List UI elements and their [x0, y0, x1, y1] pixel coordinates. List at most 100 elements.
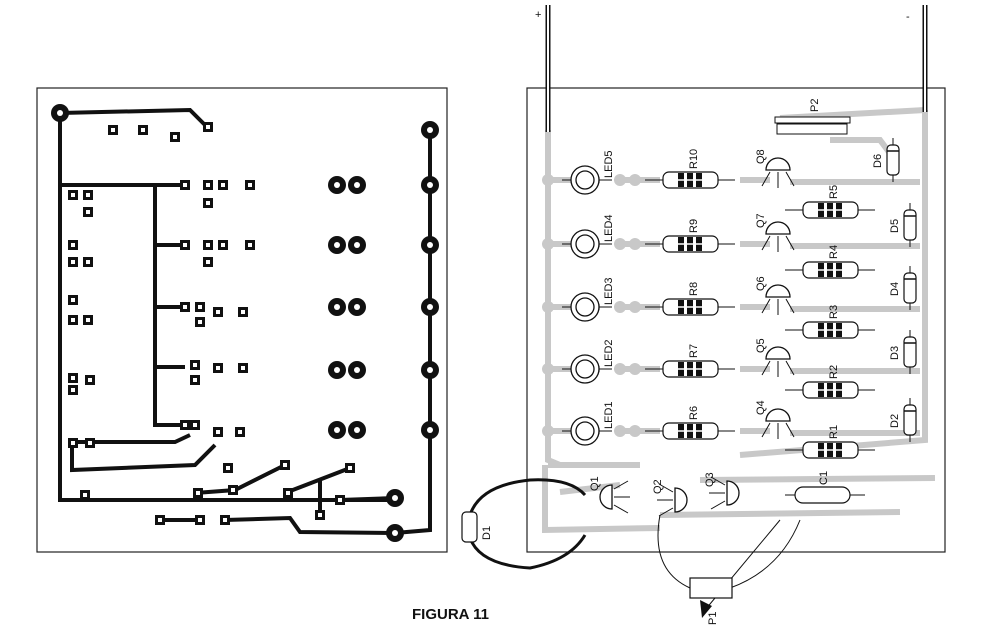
trimmer-p2-scale	[774, 116, 851, 124]
pad-hole	[196, 491, 200, 495]
pad-hole	[392, 530, 398, 536]
transistor-label: Q1	[589, 476, 601, 491]
diode-body	[903, 404, 917, 436]
pad-hole	[71, 260, 75, 264]
pad-hole	[83, 493, 87, 497]
led-label: LED5	[603, 150, 615, 178]
resistor-label: R7	[688, 344, 700, 358]
pad-hole	[241, 310, 245, 314]
diode-label: D5	[889, 219, 901, 233]
pad-hole	[248, 243, 252, 247]
transistor-label: Q6	[755, 276, 767, 291]
pad	[614, 174, 626, 186]
transistor-body	[765, 157, 791, 171]
pad-hole	[71, 318, 75, 322]
pad-hole	[338, 498, 342, 502]
d1-lead-top	[468, 478, 587, 516]
resistor-label: R9	[688, 219, 700, 233]
pad-hole	[318, 513, 322, 517]
pad-hole	[231, 488, 235, 492]
pad	[614, 238, 626, 250]
pad-hole	[354, 367, 360, 373]
transistor-leads	[761, 360, 795, 377]
potentiometer-p1-label: P1	[707, 612, 719, 625]
pad-hole	[334, 242, 340, 248]
transistor-label: Q8	[755, 149, 767, 164]
pad-hole	[71, 441, 75, 445]
pad-hole	[221, 243, 225, 247]
pad-hole	[193, 378, 197, 382]
pad	[629, 425, 641, 437]
transistor-label: Q5	[755, 338, 767, 353]
pad-hole	[283, 463, 287, 467]
diode-body	[903, 272, 917, 304]
diode-d1-label: D1	[481, 526, 493, 540]
diode-body	[903, 336, 917, 368]
pad	[629, 238, 641, 250]
pad-hole	[86, 260, 90, 264]
transistor-body	[765, 346, 791, 360]
pad-hole	[392, 495, 398, 501]
pad-hole	[216, 430, 220, 434]
led-inner	[575, 234, 595, 254]
transistor-leads	[761, 422, 795, 439]
diode-d1-body	[461, 511, 478, 543]
pad-hole	[427, 367, 433, 373]
led-label: LED1	[603, 401, 615, 429]
pad-hole	[206, 125, 210, 129]
pad-hole	[86, 318, 90, 322]
pad-hole	[183, 423, 187, 427]
copper-trace	[394, 130, 432, 535]
transistor-leads	[613, 480, 630, 514]
pad-hole	[71, 388, 75, 392]
positive-terminal-label: +	[535, 9, 541, 21]
transistor-body	[765, 284, 791, 298]
pad-hole	[183, 243, 187, 247]
resistor-label: R10	[688, 149, 700, 169]
pad	[614, 301, 626, 313]
pad-hole	[354, 182, 360, 188]
pad-hole	[86, 210, 90, 214]
pad-hole	[198, 518, 202, 522]
negative-terminal-label: -	[906, 11, 910, 23]
transistor-body	[765, 221, 791, 235]
pad	[629, 363, 641, 375]
resistor-label: R2	[828, 365, 840, 379]
pad-hole	[158, 518, 162, 522]
pad-hole	[221, 183, 225, 187]
copper-trace-shadow	[542, 465, 661, 534]
pad-hole	[71, 243, 75, 247]
pad-hole	[427, 427, 433, 433]
led-inner	[575, 421, 595, 441]
pad-hole	[334, 427, 340, 433]
transistor-body	[599, 484, 613, 510]
diode-body	[903, 209, 917, 241]
d1-lead-bottom	[468, 534, 587, 570]
potentiometer-arrow	[700, 600, 712, 618]
pad-hole	[334, 182, 340, 188]
pad-hole	[226, 466, 230, 470]
resistor-label: R1	[828, 425, 840, 439]
resistor-label: R8	[688, 282, 700, 296]
pad-hole	[427, 127, 433, 133]
pad-hole	[334, 304, 340, 310]
pad	[614, 425, 626, 437]
copper-trace	[72, 433, 191, 444]
transistor	[709, 476, 740, 510]
diode-body	[886, 144, 900, 176]
diode-label: D2	[889, 414, 901, 428]
pad-hole	[248, 183, 252, 187]
transistor	[599, 480, 630, 514]
diode-label: D6	[872, 154, 884, 168]
resistor-label: R6	[688, 406, 700, 420]
copper-trace	[59, 107, 207, 127]
pad-hole	[193, 423, 197, 427]
pad-hole	[334, 367, 340, 373]
transistor-label: Q7	[755, 213, 767, 228]
pad-hole	[198, 305, 202, 309]
pad-hole	[71, 298, 75, 302]
pad-hole	[57, 110, 63, 116]
pad	[542, 174, 554, 186]
